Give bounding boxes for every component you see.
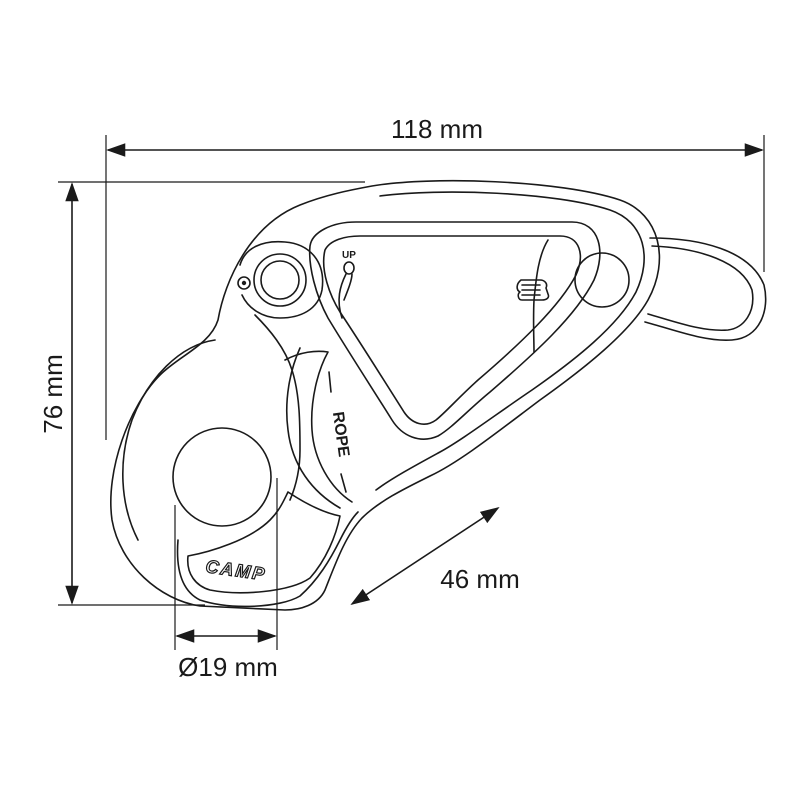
left-lobe-edge (122, 339, 216, 541)
pivot-hole (574, 252, 630, 308)
device-outer-body (110, 179, 661, 611)
axle-hole-outer (253, 253, 307, 307)
rope-window-outer (308, 221, 601, 440)
slot-label: 46 mm (440, 564, 519, 594)
large-hole (172, 427, 272, 527)
rope-loop-icon (338, 261, 355, 319)
slot-dimension-arrow (350, 506, 500, 606)
rope-mark-top (328, 371, 332, 393)
axle-rim (239, 240, 324, 319)
lever-handle (644, 237, 767, 341)
up-label: UP (342, 250, 356, 261)
lower-jaw-inner (186, 491, 341, 594)
width-label: 118 mm (391, 114, 483, 144)
cam-arm-groove (284, 350, 353, 503)
axle-hole-inner (260, 260, 300, 300)
brand-logo: CAMP (204, 556, 267, 584)
hand-on-rope-icon (516, 239, 550, 353)
cam-arm-groove-outer (285, 347, 341, 509)
height-label: 76 mm (38, 354, 68, 433)
rope-mark-bottom (340, 473, 347, 493)
hole-label: Ø19 mm (178, 652, 278, 682)
rope-label: ROPE (329, 411, 352, 459)
lower-jaw (176, 511, 359, 608)
rivet-dot (241, 280, 247, 286)
rope-window (322, 235, 581, 425)
device-body-rim (375, 191, 645, 491)
lever-handle-inner (647, 245, 754, 332)
cam-arm-outer (254, 314, 301, 501)
rivet (237, 276, 251, 290)
